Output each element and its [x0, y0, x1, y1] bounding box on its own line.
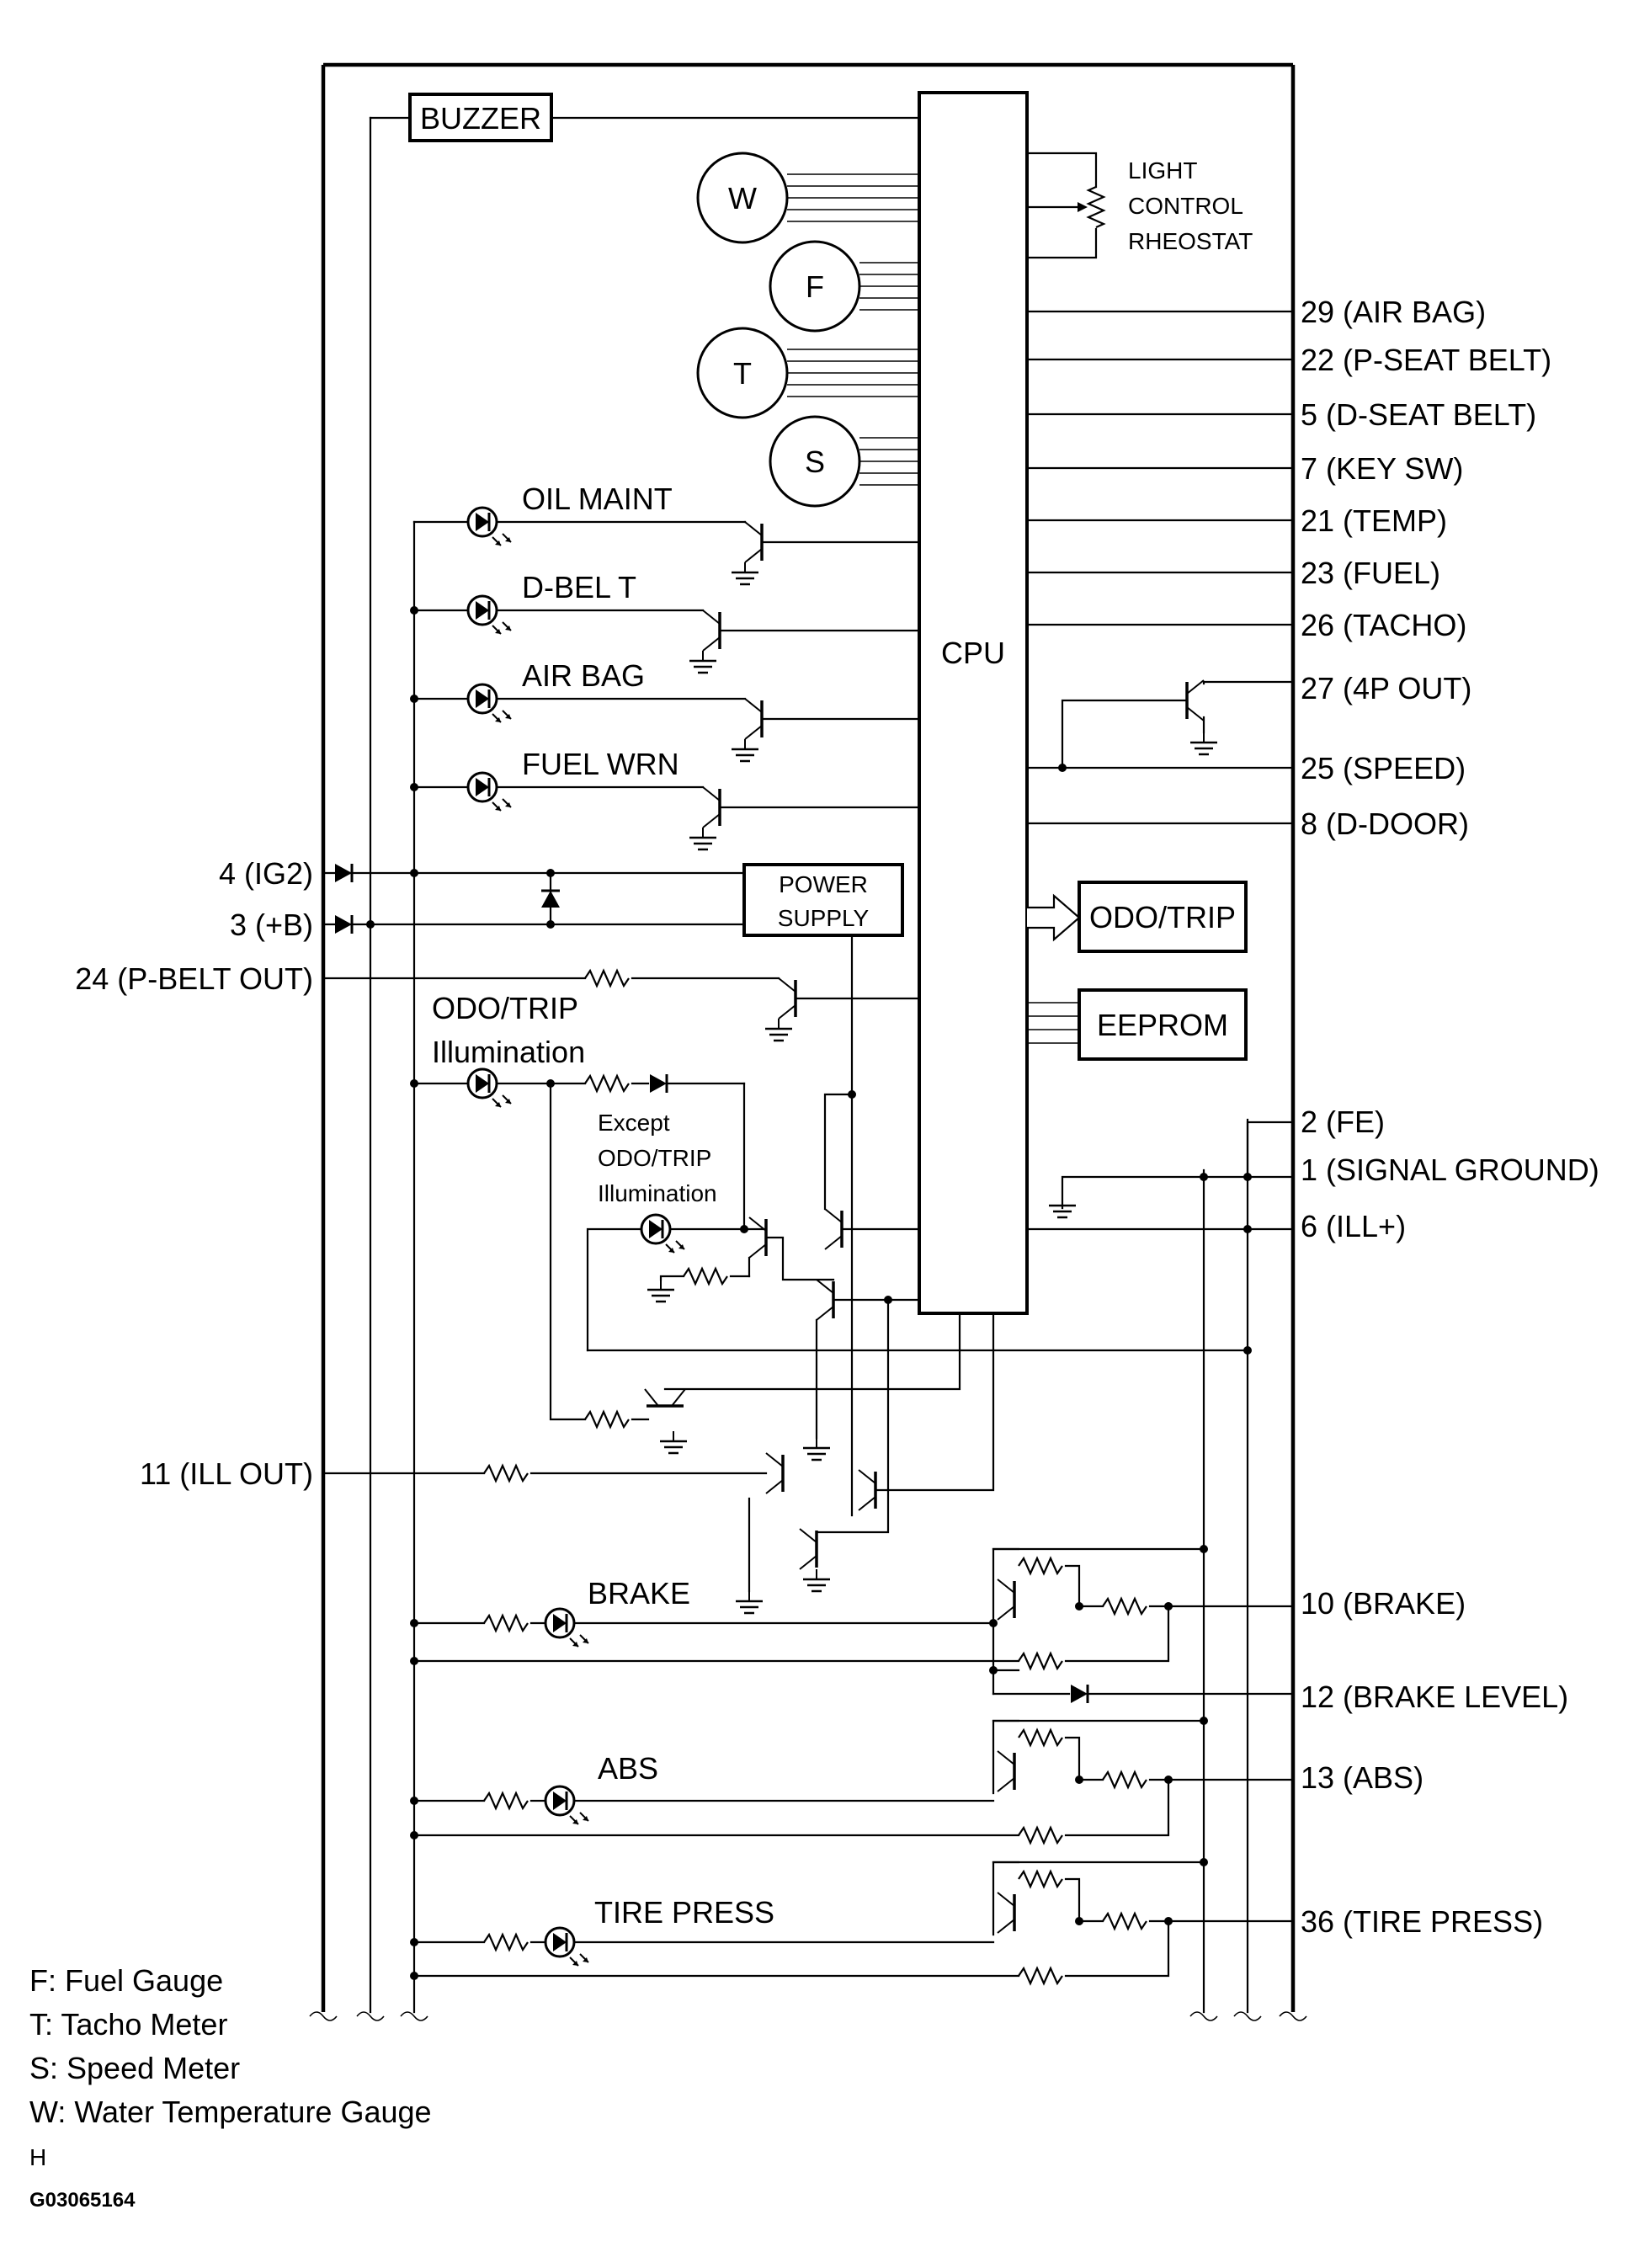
power-supply-label-1: POWER [779, 871, 868, 897]
footer-mark: H [29, 2144, 46, 2170]
pin-21: 21 (TEMP) [1301, 503, 1447, 538]
legend-tacho-meter: T: Tacho Meter [29, 2007, 227, 2042]
pin-29: 29 (AIR BAG) [1301, 295, 1486, 329]
power-input-section: POWER SUPPLY 4 (IG2) 3 (+B) [219, 856, 904, 1517]
right-pin-labels: 29 (AIR BAG) 22 (P-SEAT BELT) 5 (D-SEAT … [1301, 295, 1599, 1939]
pin-23: 23 (FUEL) [1301, 556, 1440, 590]
illumination-drive-circuit: 11 (ILL OUT) [140, 1298, 995, 1615]
tire-press-label: TIRE PRESS [594, 1895, 774, 1930]
pin-22: 22 (P-SEAT BELT) [1301, 343, 1551, 377]
except-label-1: Except [598, 1110, 670, 1136]
air-bag-label: AIR BAG [522, 658, 645, 693]
gauge-f: F [769, 240, 919, 333]
meter-housing-frame [309, 62, 1307, 2021]
eeprom-block: EEPROM [1027, 988, 1248, 1061]
indicator-tire-press: TIRE PRESS [410, 1858, 1295, 1985]
odo-illum-label-1: ODO/TRIP [432, 991, 578, 1025]
odo-trip-illumination: ODO/TRIP Illumination [410, 991, 746, 1429]
figure-code: G03065164 [29, 2189, 136, 2212]
pin-10: 10 (BRAKE) [1301, 1586, 1466, 1621]
pin-36: 36 (TIRE PRESS) [1301, 1904, 1543, 1939]
rheostat-label-1: LIGHT [1128, 157, 1197, 184]
figure-footer: H G03065164 [29, 2144, 136, 2212]
p-belt-out-circuit: 24 (P-BELT OUT) [75, 961, 921, 1042]
pin-26: 26 (TACHO) [1301, 608, 1466, 642]
legend: F: Fuel Gauge T: Tacho Meter S: Speed Me… [29, 1963, 432, 2129]
gauge-w-label: W [728, 181, 757, 216]
buzzer-label: BUZZER [420, 101, 541, 136]
except-label-3: Illumination [598, 1180, 717, 1206]
pin-4: 4 (IG2) [219, 856, 313, 891]
light-control-rheostat: LIGHT CONTROL RHEOSTAT [1025, 152, 1253, 259]
pin-6: 6 (ILL+) [1301, 1209, 1406, 1243]
odo-trip-block: ODO/TRIP [1027, 881, 1248, 953]
fe-signal-ground [1047, 1121, 1295, 1233]
d-belt-label: D-BEL T [522, 570, 636, 604]
pin-5: 5 (D-SEAT BELT) [1301, 397, 1536, 432]
pin-3: 3 (+B) [230, 908, 313, 942]
pin-8: 8 (D-DOOR) [1301, 807, 1469, 841]
cpu-block: CPU [918, 91, 1029, 1315]
eeprom-label: EEPROM [1097, 1008, 1228, 1042]
abs-label: ABS [598, 1751, 658, 1786]
legend-fuel-gauge: F: Fuel Gauge [29, 1963, 223, 1998]
rheostat-label-3: RHEOSTAT [1128, 228, 1253, 254]
fuel-wrn-label: FUEL WRN [522, 747, 679, 781]
pin-1: 1 (SIGNAL GROUND) [1301, 1153, 1599, 1187]
pin-7: 7 (KEY SW) [1301, 451, 1463, 486]
pin-12: 12 (BRAKE LEVEL) [1301, 1680, 1568, 1714]
indicator-air-bag: AIR BAG [412, 658, 921, 763]
pin-13: 13 (ABS) [1301, 1760, 1423, 1795]
legend-speed-meter: S: Speed Meter [29, 2051, 240, 2085]
gauge-t-label: T [733, 356, 752, 391]
rheostat-label-2: CONTROL [1128, 193, 1243, 219]
pin-25: 25 (SPEED) [1301, 751, 1466, 785]
gauge-f-label: F [806, 269, 824, 304]
brake-label: BRAKE [588, 1576, 690, 1610]
gauge-t: T [696, 327, 919, 419]
gauge-w: W [696, 152, 919, 244]
odo-trip-label: ODO/TRIP [1089, 900, 1236, 934]
output-4p-transistor [1025, 679, 1295, 772]
except-odo-trip-illumination: Except ODO/TRIP Illumination [586, 1090, 1295, 1461]
indicator-abs: ABS [410, 1717, 1295, 1845]
pin-27: 27 (4P OUT) [1301, 671, 1471, 705]
power-supply-label-2: SUPPLY [778, 905, 870, 931]
indicator-d-belt: D-BEL T [412, 570, 921, 674]
pin-24: 24 (P-BELT OUT) [75, 961, 313, 996]
gauge-s: S [769, 415, 919, 508]
odo-illum-label-2: Illumination [432, 1035, 585, 1069]
cpu-output-wires [1025, 310, 1295, 825]
pin-2: 2 (FE) [1301, 1105, 1385, 1139]
indicator-oil-maint: OIL MAINT [412, 482, 921, 586]
indicator-fuel-wrn: FUEL WRN [412, 747, 921, 851]
oil-maint-label: OIL MAINT [522, 482, 673, 516]
bus-junctions [410, 606, 418, 791]
indicator-brake: BRAKE [410, 1545, 1295, 1705]
cpu-label: CPU [941, 636, 1005, 670]
except-label-2: ODO/TRIP [598, 1145, 711, 1171]
legend-water-temp-gauge: W: Water Temperature Gauge [29, 2095, 432, 2129]
internal-buses [356, 116, 1262, 2021]
buzzer-block: BUZZER [369, 93, 921, 142]
pin-11: 11 (ILL OUT) [140, 1456, 313, 1491]
gauge-s-label: S [805, 445, 825, 479]
